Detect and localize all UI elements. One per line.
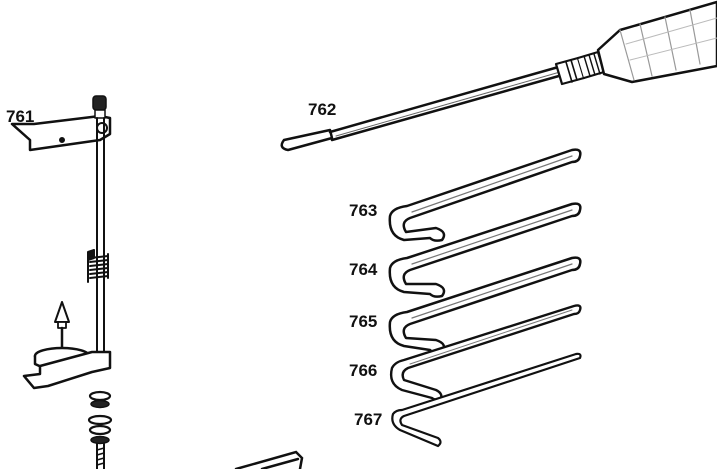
label-764: 764: [349, 260, 378, 279]
label-765: 765: [349, 312, 378, 331]
part-762-screwdriver: [280, 0, 717, 152]
label-762: 762: [308, 100, 337, 119]
partial-tool-bottom: [234, 450, 304, 471]
part-767-hex-key: [391, 352, 582, 448]
label-763: 763: [349, 201, 378, 220]
part-763-hex-key: [388, 148, 582, 242]
part-765-hex-key: [388, 256, 582, 354]
label-766: 766: [349, 361, 378, 380]
label-767: 767: [354, 410, 383, 429]
part-766-hex-key: [389, 304, 582, 402]
label-761: 761: [6, 107, 35, 126]
part-761-spool-stand: [10, 95, 113, 470]
part-764-hex-key: [388, 202, 582, 298]
